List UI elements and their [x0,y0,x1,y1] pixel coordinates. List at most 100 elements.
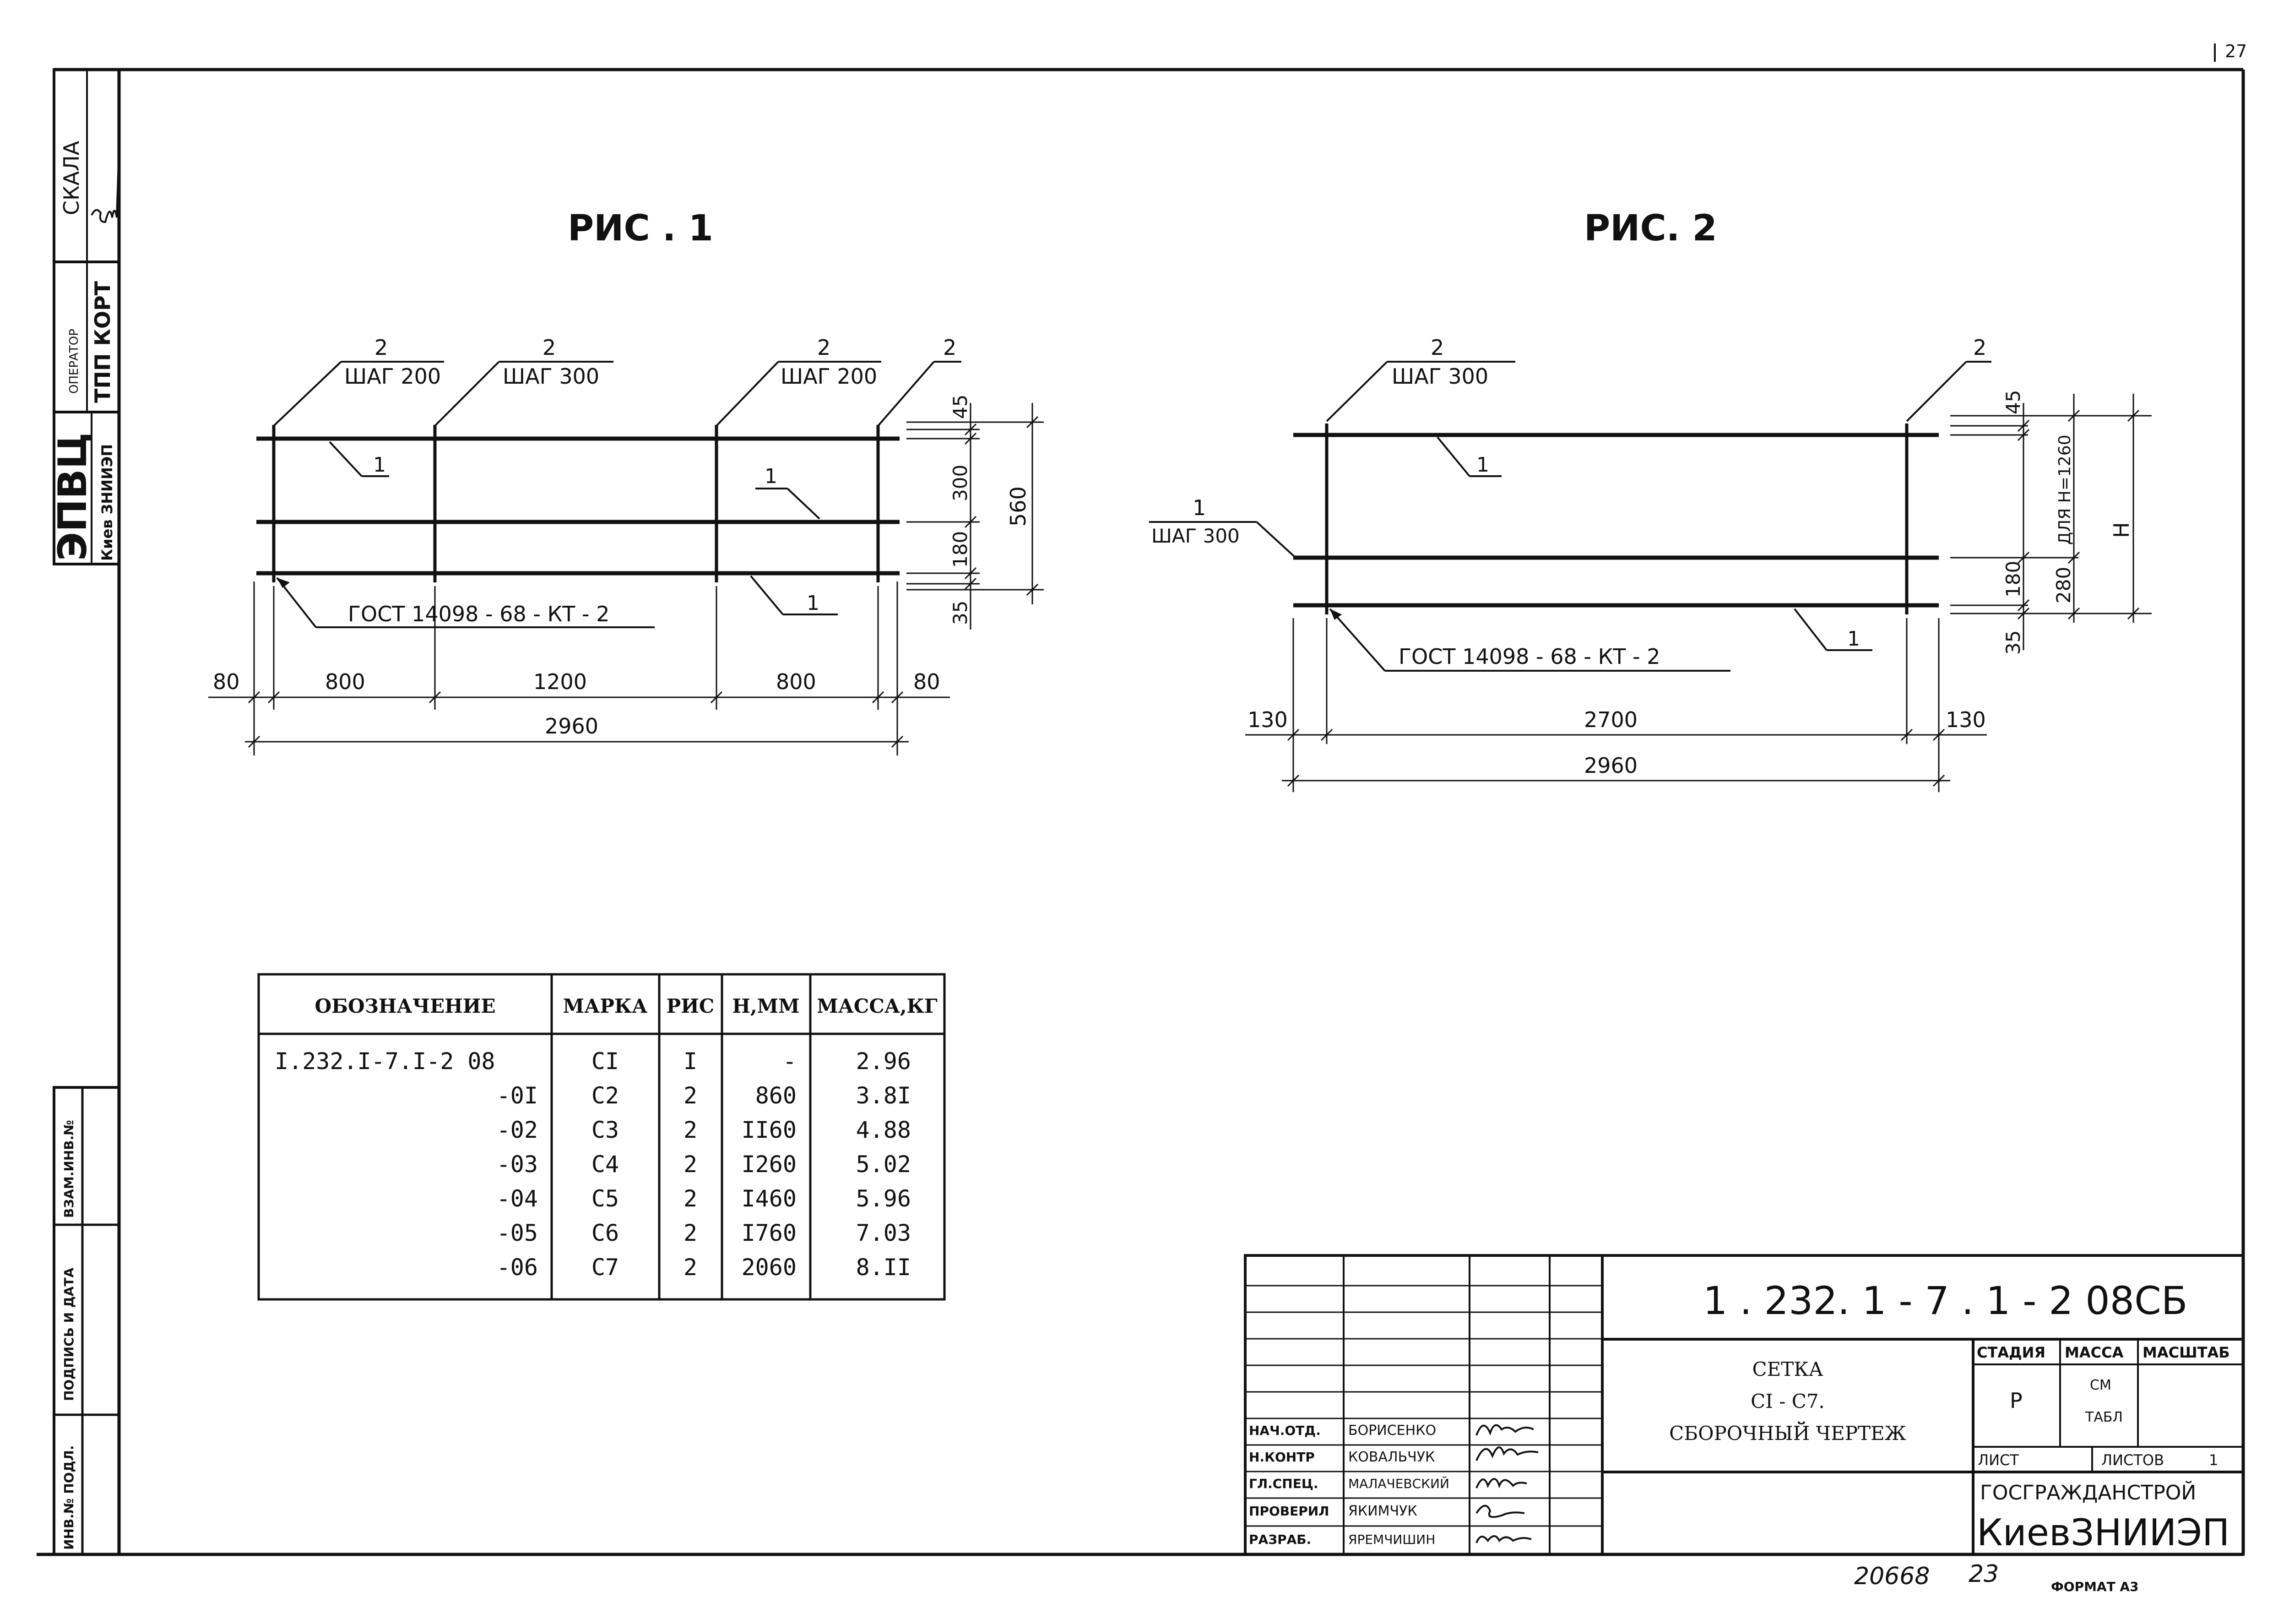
footer: 20668 23 ФОРМАТ А3 [1854,1560,2139,1594]
left-strip-bottom: ИНВ.№ ПОДЛ. ПОДПИСЬ И ДАТА ВЗАМ.ИНВ.№ [53,1086,120,1556]
strip-org-main: ЭПВЦ [50,433,96,561]
fig2-leader-1: 2 ШАГ 300 [1326,335,1515,422]
role-name: КОВАЛЬЧУК [1348,1449,1435,1465]
spec-header-mark: МАРКА [563,995,648,1017]
fig1-leader-4-num: 2 [943,335,956,360]
fig1-leader-4: 2 [877,335,961,427]
table-row: -03 С4 2 I260 5.02 [497,1151,911,1178]
fig2-leader-2: 2 [1906,335,1991,422]
sheet-frame: 27 [37,41,2247,1556]
spec-cell-h: 2060 [742,1254,797,1281]
spec-cell-designation: -0I [497,1082,538,1109]
sheet-corner-mark: 27 [2225,41,2247,61]
fig1-dim-45: 45 [949,395,971,419]
spec-header-fig: РИС [667,995,715,1017]
drawing-name-line-1: СЕТКА [1752,1358,1823,1380]
fig1-dim-total-height: 560 [1006,486,1031,527]
spec-cell-designation: -02 [497,1117,538,1143]
fig1-leader-2: 2 ШАГ 300 [434,335,613,427]
spec-cell-designation: -05 [497,1220,538,1246]
org-name-1: ГОСГРАЖДАНСТРОЙ [1980,1480,2196,1505]
spec-cell-mark: С6 [591,1220,619,1246]
spec-cell-mass: 2.96 [856,1048,911,1075]
role-label: РАЗРАБ. [1249,1532,1311,1547]
spec-table: ОБОЗНАЧЕНИЕ МАРКА РИС Н,ММ МАССА,КГ I.23… [257,973,946,1301]
spec-cell-fig: 2 [683,1185,697,1212]
fig1-leader-2-num: 2 [542,335,556,360]
fig1-gost-text: ГОСТ 14098 - 68 - КТ - 2 [348,602,610,626]
table-row: -05 С6 2 I760 7.03 [497,1220,911,1246]
spec-header-h: Н,ММ [732,995,799,1017]
fig2-rod-label-2: 1 [1794,608,1872,651]
strip-operator-value: ТПП КОРТ [90,281,115,403]
fig1-gost-callout: ГОСТ 14098 - 68 - КТ - 2 [276,577,655,628]
fig2-dim-2700: 2700 [1584,707,1638,732]
mass-value-2: ТАБЛ [2085,1409,2123,1425]
left-strip-top: СКАЛА ОПЕРАТОР ТПП КОРТ ЭПВЦ Киев ЗНИИЭП [50,68,120,565]
fig1-dim-total-width: 2960 [545,714,598,739]
fig2-for-h: ДЛЯ Н=1260 [2056,435,2074,545]
stage-value: Р [2010,1388,2023,1413]
fig1-leader-2-text: ШАГ 300 [503,364,599,389]
figure-2: РИС. 2 2 ШАГ 300 2 1 ШАГ 300 1 [1149,208,2152,792]
spec-cell-fig: 2 [683,1220,697,1246]
spec-cell-mass: 4.88 [856,1117,911,1143]
spec-cell-mass: 8.II [856,1254,911,1281]
role-name: МАЛАЧЕВСКИЙ [1348,1476,1449,1491]
fig2-left-leader: 1 ШАГ 300 [1149,495,1296,559]
fig2-dim-35: 35 [2002,630,2024,655]
fig2-dim-45: 45 [2002,390,2024,414]
fig2-dim-130-right: 130 [1946,707,1986,732]
spec-cell-fig: 2 [683,1117,697,1143]
signatures [1475,1424,1539,1543]
archive-number: 20668 [1854,1563,1930,1590]
strip-inv-podl: ИНВ.№ ПОДЛ. [61,1445,76,1550]
fig1-dim-180: 180 [949,531,971,568]
format-label: ФОРМАТ А3 [2051,1579,2139,1594]
strip-operator-label: ОПЕРАТОР [67,329,81,394]
spec-cell-h: I460 [742,1185,797,1212]
fig1-dim-1200: 1200 [533,669,587,694]
spec-cell-mass: 7.03 [856,1220,911,1246]
scale-label: МАСШТАБ [2143,1344,2230,1361]
sheets-value: 1 [2209,1451,2218,1469]
role-name: ЯРЕМЧИШИН [1348,1532,1435,1547]
fig1-dim-35: 35 [949,601,971,625]
sheet-label: ЛИСТ [1978,1451,2019,1469]
fig2-left-leader-num: 1 [1193,495,1206,520]
strip-org-sub: Киев ЗНИИЭП [98,444,116,561]
fig1-leader-3-num: 2 [817,335,830,360]
fig1-dim-300: 300 [949,465,971,501]
spec-cell-designation: -06 [497,1254,538,1281]
fig2-rod-label-2-text: 1 [1847,627,1860,651]
fig2-gost-callout: ГОСТ 14098 - 68 - КТ - 2 [1329,608,1730,672]
spec-cell-h: I260 [742,1151,797,1178]
role-name: ЯКИМЧУК [1348,1503,1417,1519]
spec-cell-mark: С3 [591,1117,619,1143]
fig2-title: РИС. 2 [1584,208,1717,249]
fig1-rod-label-1-text: 1 [373,453,386,477]
fig2-gost-text: ГОСТ 14098 - 68 - КТ - 2 [1399,644,1660,669]
title-block: НАЧ.ОТД. БОРИСЕНКО Н.КОНТР КОВАЛЬЧУК ГЛ.… [1244,1254,2245,1556]
spec-cell-mark: С2 [591,1082,619,1109]
mass-label: МАССА [2065,1344,2124,1361]
spec-header-designation: ОБОЗНАЧЕНИЕ [315,995,496,1017]
role-name: БОРИСЕНКО [1348,1423,1436,1439]
spec-cell-h: I760 [742,1220,797,1246]
fig1-leader-3-text: ШАГ 200 [781,364,877,389]
fig2-bottom-dimensions: 130 2700 130 2960 [1245,618,1987,792]
fig2-leader-1-text: ШАГ 300 [1392,364,1488,389]
spec-cell-fig: I [683,1048,697,1075]
role-label: Н.КОНТР [1249,1450,1315,1465]
strip-vzam-inv: ВЗАМ.ИНВ.№ [61,1120,76,1218]
mass-value-1: СМ [2090,1377,2111,1393]
stage-label: СТАДИЯ [1977,1344,2045,1361]
fig1-leader-3: 2 ШАГ 200 [716,335,881,427]
spec-cell-h: 860 [755,1082,797,1109]
spec-cell-fig: 2 [683,1082,697,1109]
spec-cell-designation: -03 [497,1151,538,1178]
fig1-rod-label-3: 1 [750,575,838,615]
spec-cell-mass: 3.8I [856,1082,911,1109]
spec-cell-mark: С7 [591,1254,619,1281]
